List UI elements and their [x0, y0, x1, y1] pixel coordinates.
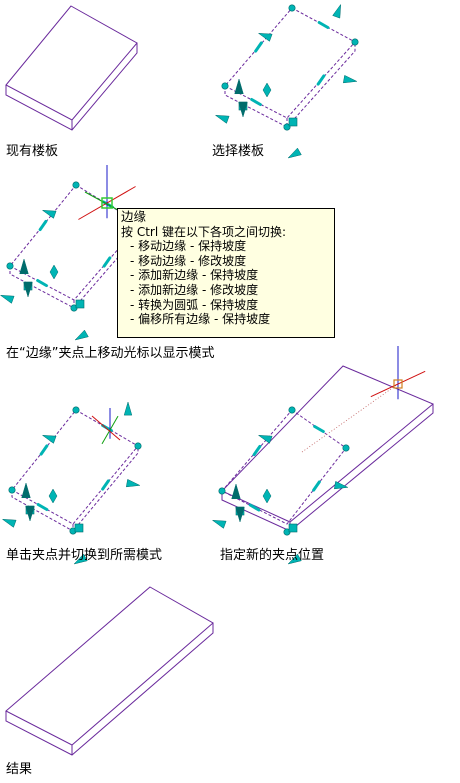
rubber-band-line	[301, 383, 399, 453]
tooltip-option-move-edge-keep-slope: - 移动边缘 - 保持坡度	[130, 239, 247, 254]
stretched-slab-arrow-up	[231, 483, 241, 500]
tooltip-option-convert-to-arc: - 转换为圆弧 - 保持坡度	[130, 297, 259, 312]
selected-slab-vertex-grip-front	[283, 123, 291, 131]
caption-select-slab: 选择楼板	[212, 144, 265, 159]
toggle-slab-offset-arrow-left	[41, 434, 57, 444]
selected-slab-drawing	[214, 3, 359, 159]
stretched-slab-offset-arrow-front	[287, 553, 302, 565]
hover-slab-offset-arrow-front	[74, 329, 89, 341]
stretched-slab-vertex-grip-back	[288, 406, 296, 414]
toggle-slab-edge-grip-front	[36, 503, 49, 511]
selected-slab-offset-arrow-back	[332, 3, 342, 19]
existing-slab-top-face	[5, 5, 138, 121]
hover-slab-edge-grip-front	[36, 279, 48, 287]
toggle-slab-vertex-grip-left	[8, 486, 16, 494]
existing-slab-drawing	[5, 5, 138, 131]
tooltip-instruction: 按 Ctrl 键在以下各项之间切换:	[121, 224, 287, 239]
edge-grip-tooltip: 边缘 按 Ctrl 键在以下各项之间切换: - 移动边缘 - 保持坡度 - 移动…	[117, 208, 335, 338]
hover-slab-slope-grip-front	[75, 299, 85, 309]
hover-slab-arrow-up	[19, 258, 29, 275]
toggle-crosshair-horizontal	[101, 415, 119, 445]
selected-slab-edge-grip-left	[254, 41, 263, 53]
hover-edge-grip-highlight	[101, 197, 113, 209]
selected-slab-vertex-grip-back	[288, 4, 296, 12]
existing-slab-side-edges	[5, 43, 138, 131]
selected-slab-edge-grip-right	[316, 74, 326, 86]
selected-slab-arrow-up	[234, 78, 244, 95]
selected-slab-arrow-down	[238, 101, 248, 118]
hover-slab-arrow-side	[0, 294, 15, 304]
tooltip-option-move-edge-modify-slope: - 移动边缘 - 修改坡度	[130, 253, 247, 268]
selected-slab-slope-grip-front	[288, 117, 298, 127]
stretched-slab-edge-grip-back	[313, 425, 325, 433]
caption-hover-edge-grip: 在“边缘”夹点上移动光标以显示模式	[6, 346, 215, 361]
caption-click-and-toggle: 单击夹点并切换到所需模式	[6, 548, 163, 563]
hover-edge-grip-drawing	[0, 165, 144, 341]
stretched-slab-side-edges	[221, 404, 434, 532]
click-toggle-mode-drawing	[1, 401, 142, 565]
selected-slab-slope-diamond	[262, 82, 272, 98]
selected-slab-offset-arrow-right	[342, 74, 358, 84]
stretched-slab-edge-grip-front	[248, 503, 261, 512]
toggle-active-grip-arrow	[123, 401, 133, 416]
toggle-slab-edge-grip-left	[39, 444, 49, 456]
toggle-slab-offset-arrow-right	[125, 478, 141, 488]
stretched-slab-vertex-grip-left	[218, 487, 226, 495]
stretched-slab-top-face	[221, 365, 434, 523]
selected-slab-side-edges	[224, 42, 356, 128]
result-slab-top-face	[5, 586, 214, 746]
toggle-slab-vertex-grip-right	[134, 442, 142, 450]
toggle-slab-slope-grip-front	[74, 523, 84, 533]
stretched-slab-slope-grip-front	[288, 523, 298, 533]
hover-slab-vertex-grip-back	[72, 181, 80, 189]
toggle-slab-offset-arrow-front	[73, 553, 88, 565]
selected-slab-arrow-side	[214, 114, 230, 124]
hover-slab-edge-grip-left	[38, 219, 48, 232]
stretched-slab-vertex-grip-right	[342, 444, 350, 452]
tooltip-option-add-edge-keep-slope: - 添加新边缘 - 保持坡度	[130, 268, 259, 283]
toggle-slab-edge-grip-right	[101, 479, 110, 491]
stretched-slab-edge-grip-right	[312, 480, 321, 492]
selected-slab-offset-arrow-left	[257, 32, 273, 42]
stretched-slab-arrow-down	[235, 506, 245, 523]
selected-slab-edge-grip-back	[317, 21, 330, 29]
tooltip-title: 边缘	[121, 209, 147, 224]
result-slab-side-edges	[5, 623, 214, 756]
hover-slab-arrow-down	[23, 281, 33, 298]
selected-slab-offset-arrow-front	[287, 147, 302, 159]
toggle-slab-arrow-down	[25, 505, 35, 522]
hover-slab-slope-diamond	[49, 264, 59, 280]
hover-crosshair-horizontal	[78, 186, 136, 220]
selected-slab-vertex-grip-right	[351, 38, 359, 46]
new-grip-location-drawing	[211, 346, 434, 565]
toggle-slab-slope-diamond	[48, 488, 58, 504]
toggle-slab-top-face	[11, 409, 139, 525]
hover-slab-offset-arrow-left	[41, 209, 57, 219]
tooltip-option-add-edge-modify-slope: - 添加新边缘 - 修改坡度	[130, 282, 259, 297]
stretched-slab-edge-grip-left	[252, 444, 262, 457]
toggle-slab-arrow-up	[21, 482, 31, 499]
target-grip-marker	[393, 379, 403, 389]
target-crosshair-horizontal	[370, 370, 426, 398]
stretched-slab-slope-diamond	[262, 488, 272, 504]
stretched-slab-arrow-side	[211, 519, 227, 529]
result-slab-drawing	[5, 586, 214, 756]
hover-slab-edge-grip-right	[102, 256, 112, 268]
stretched-slab-offset-arrow-left	[257, 434, 273, 444]
toggle-crosshair-red	[91, 415, 121, 441]
selected-slab-top-face	[224, 7, 356, 119]
caption-result: 结果	[6, 762, 33, 777]
toggle-slab-vertex-grip-back	[72, 406, 80, 414]
original-slab-outline	[221, 409, 347, 525]
selected-slab-vertex-grip-left	[221, 82, 229, 90]
stretched-slab-offset-arrow-right	[333, 480, 349, 490]
hover-slab-vertex-grip-left	[6, 262, 14, 270]
toggle-slab-arrow-side	[1, 518, 17, 528]
caption-existing-slab: 现有楼板	[6, 144, 59, 159]
tooltip-option-offset-all-edges: - 偏移所有边缘 - 保持坡度	[130, 312, 271, 327]
selected-slab-edge-grip-front	[250, 98, 262, 106]
caption-specify-new-location: 指定新的夹点位置	[220, 548, 325, 563]
